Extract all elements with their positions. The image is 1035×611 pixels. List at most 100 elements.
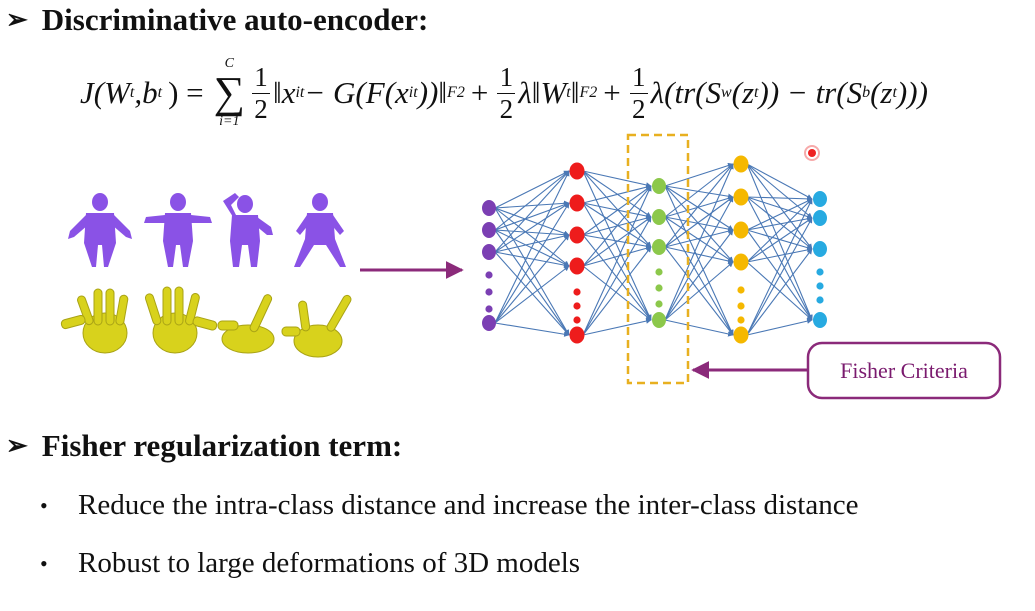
network-node — [482, 222, 496, 238]
network-edge — [582, 170, 652, 188]
frac-den: 2 — [631, 93, 646, 124]
network-edge — [746, 248, 813, 336]
heading-discriminative-auto-encoder: ➢ Discriminative auto-encoder: — [6, 2, 428, 38]
body-shape-2 — [144, 193, 212, 267]
network-edge — [664, 163, 734, 321]
formula-sub: b — [862, 84, 871, 101]
network-edge — [494, 170, 570, 231]
fisher-layer-box — [626, 133, 690, 385]
network-edge — [746, 216, 813, 231]
heading-text: Fisher regularization term: — [41, 428, 403, 463]
network-node — [569, 257, 585, 275]
network-edge — [746, 229, 813, 321]
network-nodes — [482, 155, 827, 344]
network-edge — [582, 202, 652, 248]
network-edge — [494, 202, 570, 324]
network-edge — [664, 319, 734, 337]
network-node — [733, 188, 749, 206]
network-edge — [664, 195, 734, 218]
network-node — [569, 194, 585, 212]
hand-shape-1 — [60, 288, 129, 354]
network-edge — [582, 246, 652, 336]
formula-sub: i — [408, 84, 414, 101]
network-edge — [582, 185, 652, 267]
heading-fisher-regularization: ➢ Fisher regularization term: — [6, 428, 402, 464]
network-node — [733, 221, 749, 239]
network-edge — [664, 216, 734, 232]
network-edge — [494, 170, 570, 209]
network-node — [482, 315, 496, 331]
network-edge — [746, 196, 813, 202]
network-ellipsis-dot — [816, 268, 824, 276]
network-ellipsis-dot — [485, 271, 493, 279]
formula-lambda: λ — [650, 75, 665, 110]
network-node — [652, 312, 666, 328]
frac-den: 2 — [499, 93, 514, 124]
sum-lower: i=1 — [219, 114, 240, 129]
network-edge — [582, 216, 652, 336]
network-edge — [746, 247, 813, 263]
network-edge — [494, 234, 570, 324]
network-edge — [746, 196, 813, 250]
network-node — [569, 226, 585, 244]
formula-sup: t — [413, 84, 418, 101]
network-node — [482, 200, 496, 216]
network-node — [813, 241, 827, 257]
fisher-criteria-box — [806, 341, 1002, 400]
network-edge — [494, 207, 570, 267]
network-edge — [582, 245, 652, 267]
network-edge — [664, 261, 734, 321]
formula-sup: t — [566, 84, 571, 101]
formula-sup: 2 — [456, 84, 465, 101]
network-edge — [582, 265, 652, 321]
network-edge — [746, 196, 813, 321]
fisher-criteria-label: Fisher Criteria — [840, 358, 968, 383]
pointer-dot — [808, 149, 816, 157]
frac-num: 1 — [254, 61, 268, 92]
pointer-halo — [804, 145, 820, 161]
hand-shape-2 — [144, 286, 218, 354]
formula-comma: ,b — [134, 75, 158, 110]
sum-upper: C — [224, 56, 234, 71]
network-ellipsis-dot — [573, 316, 581, 324]
network-edge — [494, 322, 570, 337]
network-edge — [664, 246, 734, 264]
network-edge — [746, 163, 813, 321]
network-edge — [664, 216, 734, 263]
network-edge — [746, 198, 813, 263]
formula-term: ‖ — [570, 75, 580, 110]
frac-num: 1 — [631, 61, 646, 92]
network-edge — [746, 261, 813, 321]
formula-sup: t — [129, 84, 135, 101]
network-node — [652, 178, 666, 194]
network-edge — [664, 196, 734, 248]
formula-sub: i — [295, 84, 300, 101]
network-edge — [494, 233, 570, 253]
network-edge — [664, 196, 734, 321]
network-edge — [494, 207, 570, 336]
heading-text: Discriminative auto-encoder: — [41, 2, 429, 37]
formula-term: ))‖ — [417, 75, 448, 110]
network-node — [652, 239, 666, 255]
network-ellipsis-dot — [485, 288, 493, 296]
formula-term: )) − tr(S — [758, 75, 863, 110]
formula-term: (z — [870, 75, 893, 110]
network-edge — [664, 185, 734, 336]
formula-sub: w — [720, 84, 732, 101]
bullet-dot-icon: • — [40, 492, 48, 518]
formula-sub: F — [447, 84, 457, 101]
bullet-text: Reduce the intra-class distance and incr… — [78, 489, 859, 521]
formula-sup: 2 — [589, 84, 598, 101]
network-edge — [582, 170, 652, 321]
network-ellipsis-dot — [816, 282, 824, 290]
formula-sup: t — [754, 84, 759, 101]
network-node — [733, 253, 749, 271]
body-shape-3 — [223, 193, 273, 267]
network-edge — [494, 251, 570, 268]
network-node — [813, 210, 827, 226]
network-edge — [746, 217, 813, 336]
network-edge — [582, 185, 652, 236]
formula-term: (z — [731, 75, 755, 110]
frac-num: 1 — [499, 61, 514, 92]
